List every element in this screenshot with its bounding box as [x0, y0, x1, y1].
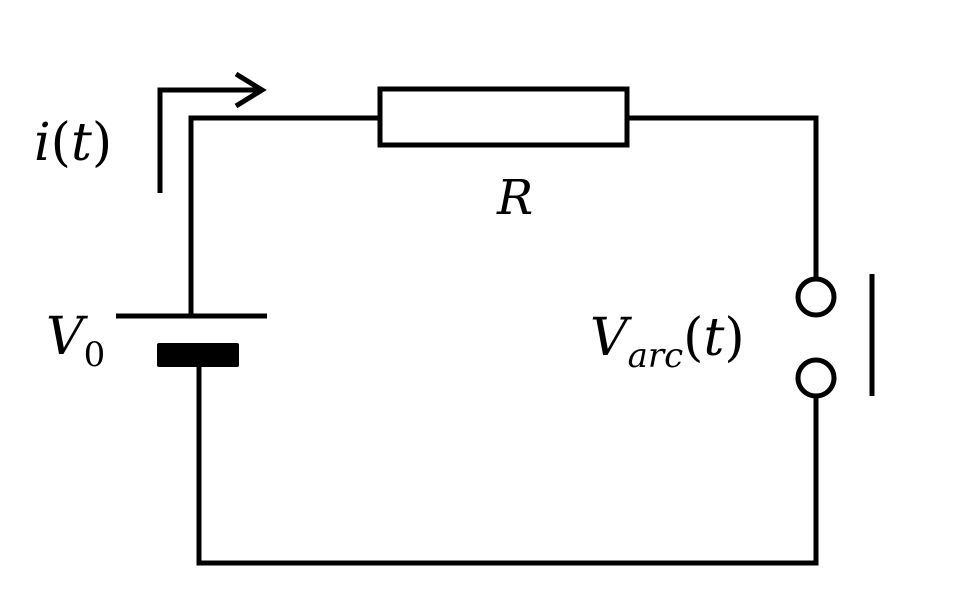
resistor [377, 86, 630, 148]
current-arrow [157, 71, 267, 193]
arc-terminal-lower [795, 357, 837, 399]
resistor-label: R [496, 170, 533, 226]
arc-voltage-label: Varc(t) [590, 308, 745, 376]
wire-top-right [627, 115, 819, 277]
wire-bottom [196, 367, 819, 566]
battery-short-plate [157, 343, 239, 367]
battery-symbol [116, 313, 267, 367]
source-label: V0 [46, 307, 105, 375]
arc-terminal-upper [795, 276, 837, 318]
wire-top-left [188, 115, 380, 315]
current-label: i(t) [34, 113, 112, 173]
